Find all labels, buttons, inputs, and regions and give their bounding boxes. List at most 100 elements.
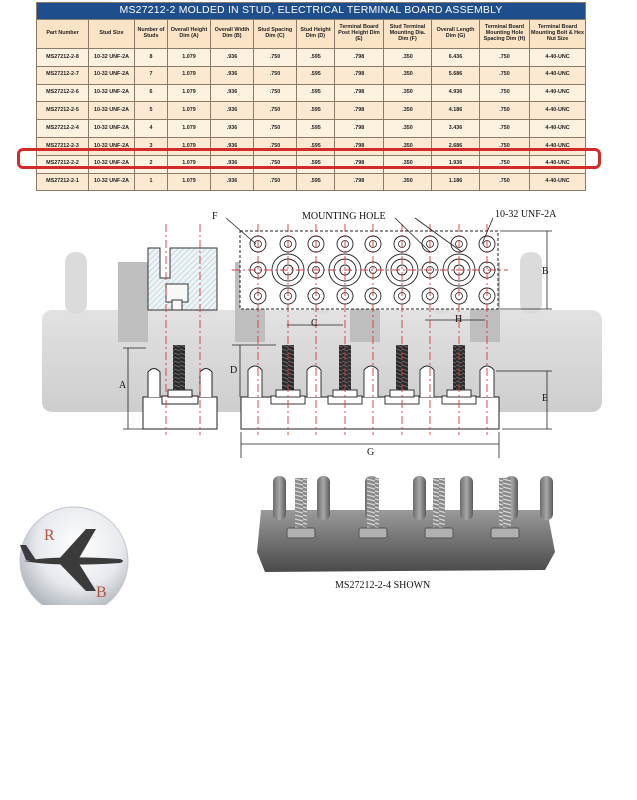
table-cell: 3.436	[431, 119, 480, 138]
table-cell: 10-32 UNF-2A	[88, 48, 135, 67]
table-cell: .350	[383, 119, 432, 138]
table-cell: 1.079	[167, 172, 211, 192]
table-cell: .595	[296, 101, 335, 121]
photo-caption: MS27212-2-4 SHOWN	[335, 580, 431, 591]
column-header: Number of Studs	[134, 19, 168, 49]
column-header: Overall Height Dim (A)	[167, 19, 211, 49]
table-cell: 4.936	[431, 83, 480, 103]
table-cell: .595	[296, 48, 335, 67]
table-cell: .750	[479, 119, 530, 138]
table-cell: 4-40-UNC	[528, 83, 587, 103]
photo-post	[460, 476, 473, 520]
photo-stud-base	[424, 527, 454, 539]
table-cell: .350	[383, 48, 432, 67]
photo-post	[540, 476, 553, 520]
table-cell: 7	[134, 65, 168, 85]
airplane-icon	[20, 529, 123, 591]
table-cell: 1.186	[431, 172, 480, 192]
label-c: C	[311, 318, 318, 329]
end-view	[147, 247, 218, 311]
label-e: E	[542, 393, 549, 404]
column-header: Overall Width Dim (B)	[210, 19, 254, 49]
table-cell: 4-40-UNC	[528, 101, 587, 121]
column-header: Stud Height Dim (D)	[296, 19, 335, 49]
label-b: B	[542, 266, 549, 277]
table-cell: .350	[383, 101, 432, 121]
column-header: Terminal Board Mounting Bolt & Hex Nut S…	[528, 19, 587, 49]
table-cell: MS27212-2-8	[36, 48, 89, 67]
table-cell: .595	[296, 172, 335, 192]
table-cell: 4-40-UNC	[528, 48, 587, 67]
table-cell: 5.686	[431, 65, 480, 85]
terminal-post	[247, 365, 263, 397]
column-header: Terminal Board Post Height Dim (E)	[334, 19, 384, 49]
photo-post	[273, 476, 286, 520]
table-cell: .750	[479, 48, 530, 67]
table-cell: MS27212-2-5	[36, 101, 89, 121]
table-cell: .936	[210, 172, 254, 192]
table-cell: .750	[253, 119, 297, 138]
photo-stud	[433, 478, 445, 532]
table-cell: .750	[253, 172, 297, 192]
terminal-post	[419, 365, 435, 397]
photo-post	[413, 476, 426, 520]
table-cell: .798	[334, 65, 384, 85]
side-view-left	[142, 345, 218, 430]
table-cell: 1.079	[167, 119, 211, 138]
terminal-post	[479, 365, 495, 397]
table-cell: MS27212-2-4	[36, 119, 89, 138]
photo-stud-base	[490, 527, 520, 539]
label-thread: 10-32 UNF-2A	[495, 209, 557, 220]
table-cell: .750	[479, 101, 530, 121]
table-cell: 10-32 UNF-2A	[88, 83, 135, 103]
table-cell: 4-40-UNC	[528, 172, 587, 192]
product-photo	[257, 476, 555, 572]
table-cell: 8	[134, 48, 168, 67]
photo-stud	[295, 478, 307, 532]
table-cell: .750	[253, 48, 297, 67]
table-cell: 1	[134, 172, 168, 192]
table-cell: 10-32 UNF-2A	[88, 101, 135, 121]
photo-stud-base	[358, 527, 388, 539]
table-cell: 10-32 UNF-2A	[88, 65, 135, 85]
table-cell: MS27212-2-1	[36, 172, 89, 192]
label-g: G	[367, 447, 375, 458]
table-cell: .936	[210, 65, 254, 85]
table-cell: .936	[210, 48, 254, 67]
label-h: H	[455, 314, 463, 325]
table-cell: .595	[296, 83, 335, 103]
table-cell: 4	[134, 119, 168, 138]
column-header: Part Number	[36, 19, 89, 49]
top-view	[239, 230, 499, 310]
terminal-post	[306, 365, 322, 397]
table-cell: .350	[383, 172, 432, 192]
table-cell: .750	[253, 65, 297, 85]
column-header: Overall Length Dim (G)	[431, 19, 480, 49]
table-cell: .595	[296, 65, 335, 85]
table-cell: .936	[210, 101, 254, 121]
logo-letter-b: B	[96, 584, 107, 601]
table-cell: .350	[383, 65, 432, 85]
company-logo	[19, 506, 129, 605]
table-cell: .798	[334, 119, 384, 138]
table-cell: 10-32 UNF-2A	[88, 172, 135, 192]
table-cell: 6	[134, 83, 168, 103]
table-cell: 1.079	[167, 65, 211, 85]
column-header: Stud Spacing Dim (C)	[253, 19, 297, 49]
table-cell: .595	[296, 119, 335, 138]
table-cell: 4-40-UNC	[528, 136, 587, 156]
column-header: Terminal Board Mounting Hole Spacing Dim…	[479, 19, 530, 49]
label-mounting-hole: MOUNTING HOLE	[302, 211, 386, 222]
column-header: Stud Terminal Mounting Dia. Dim (F)	[383, 19, 432, 49]
table-title: MS27212-2 MOLDED IN STUD, ELECTRICAL TER…	[35, 2, 587, 20]
table-cell: .750	[479, 83, 530, 103]
label-d: D	[230, 365, 238, 376]
table-cell: MS27212-2-6	[36, 83, 89, 103]
